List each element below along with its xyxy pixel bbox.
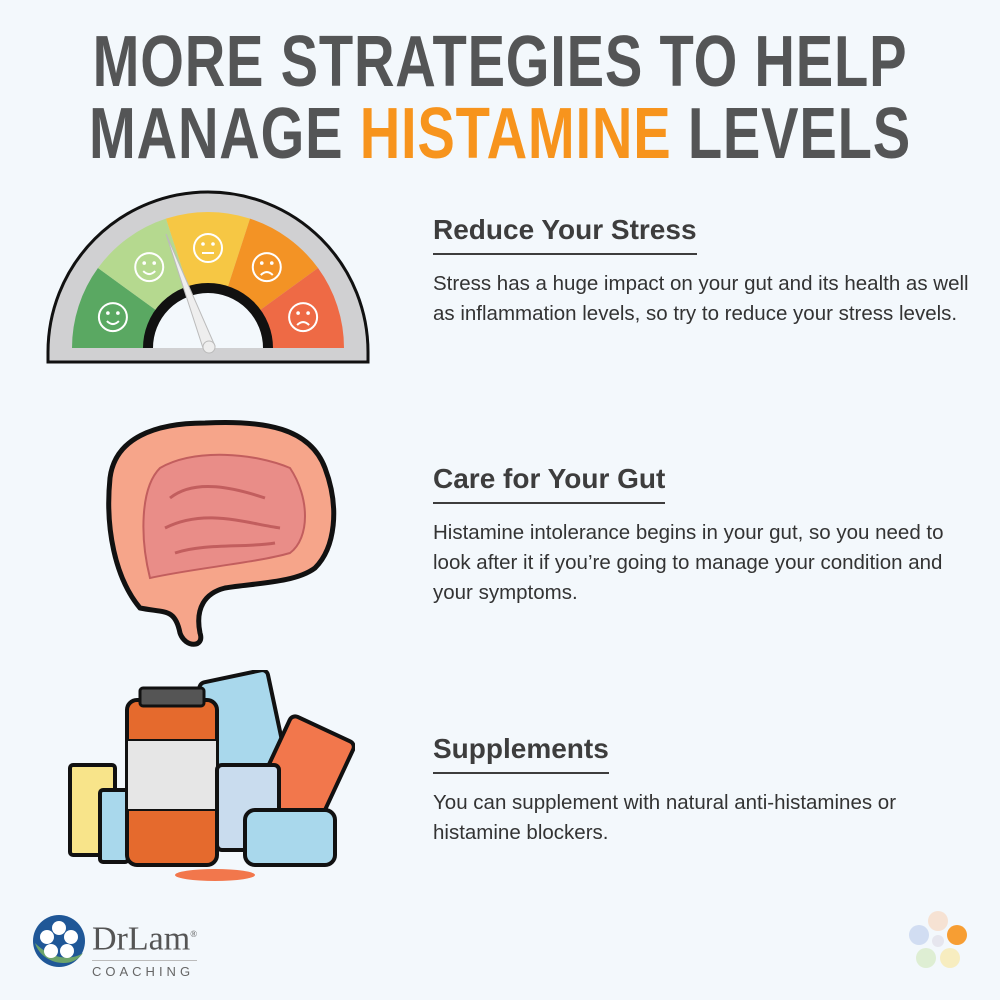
section-supplements: Supplements You can supplement with natu… bbox=[433, 732, 978, 848]
section-body: Histamine intolerance begins in your gut… bbox=[433, 521, 944, 604]
title-text: LEVELS bbox=[671, 94, 911, 174]
section-heading: Care for Your Gut bbox=[433, 462, 666, 504]
gauge-segment bbox=[72, 268, 158, 348]
intestine-icon bbox=[106, 419, 337, 647]
neutral-face-icon bbox=[193, 233, 223, 263]
logo-reg: ® bbox=[190, 929, 198, 939]
gauge-segment bbox=[97, 218, 189, 312]
gauge-segment bbox=[258, 268, 344, 348]
title-text: MANAGE bbox=[89, 94, 360, 174]
pills-bottles-icon bbox=[68, 670, 355, 881]
sad-face-icon bbox=[251, 252, 282, 283]
gauge-segment bbox=[227, 218, 319, 312]
section-heading: Supplements bbox=[433, 732, 609, 774]
gauge-segment bbox=[165, 212, 251, 290]
section-heading: Reduce Your Stress bbox=[433, 213, 697, 255]
section-body: You can supplement with natural anti-his… bbox=[433, 791, 897, 844]
logo-sub: COACHING bbox=[92, 960, 198, 980]
stress-gauge-icon bbox=[46, 190, 370, 364]
section-care-gut: Care for Your Gut Histamine intolerance … bbox=[433, 462, 978, 608]
logo-name: DrLam bbox=[92, 920, 191, 958]
title-line-1: MORE STRATEGIES TO HELP bbox=[92, 22, 908, 102]
section-reduce-stress: Reduce Your Stress Stress has a huge imp… bbox=[433, 213, 978, 329]
logo: DrLam® COACHING bbox=[92, 916, 198, 980]
section-body: Stress has a huge impact on your gut and… bbox=[433, 272, 969, 325]
smile-face-icon bbox=[97, 302, 128, 333]
sad-face-icon bbox=[288, 302, 319, 333]
title-line-2: MANAGE HISTAMINE LEVELS bbox=[89, 98, 911, 170]
drlam-logo-icon bbox=[33, 915, 85, 967]
flower-icon bbox=[909, 911, 967, 968]
smile-face-icon bbox=[134, 252, 165, 283]
title-accent: HISTAMINE bbox=[359, 94, 672, 174]
